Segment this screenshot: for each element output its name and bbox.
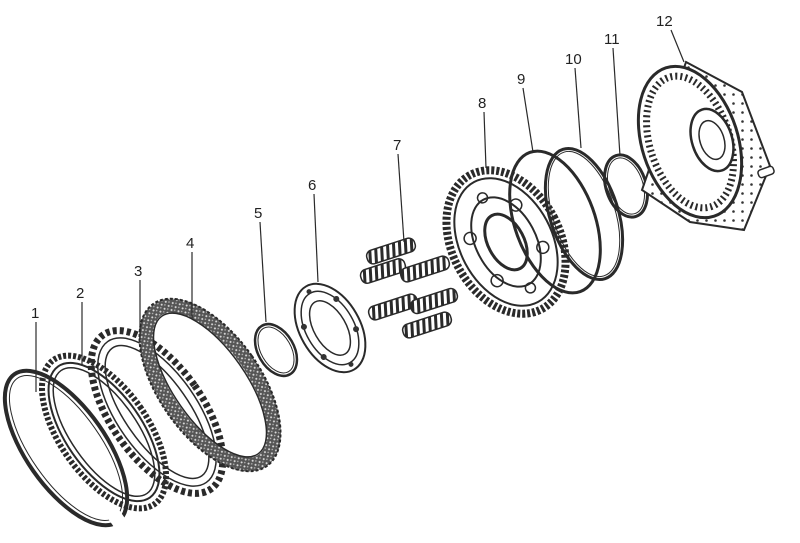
leader-6 [313, 193, 319, 283]
part-8-piston-gear [442, 166, 570, 318]
part-1-snap-ring [2, 368, 130, 529]
callout-10: 10 [565, 51, 582, 68]
callout-8: 8 [478, 95, 486, 112]
leader-lines [35, 29, 685, 392]
part-7-springs [359, 237, 459, 339]
callout-2: 2 [76, 285, 84, 302]
callout-labels: 1 2 3 4 5 6 7 8 9 10 11 12 [31, 13, 673, 322]
part-12-clutch-drum [636, 60, 775, 232]
callout-1: 1 [31, 305, 39, 322]
callout-3: 3 [134, 263, 142, 280]
leader-11 [612, 47, 621, 157]
part-6-retainer-plate [293, 282, 367, 374]
leader-9 [522, 87, 534, 153]
leader-12 [670, 29, 685, 63]
leader-5 [259, 221, 267, 323]
leader-7 [397, 153, 405, 243]
callout-9: 9 [517, 71, 525, 88]
callout-12: 12 [656, 13, 673, 30]
part-2-toothed-plate [38, 352, 170, 512]
callout-5: 5 [254, 205, 262, 222]
callout-11: 11 [604, 31, 620, 48]
part-9-seal-ring [508, 149, 602, 295]
part-4-friction-disc [138, 297, 282, 473]
leader-8 [483, 111, 487, 169]
part-5-ring [253, 322, 299, 378]
callout-6: 6 [308, 177, 316, 194]
leader-10 [574, 67, 582, 149]
callout-7: 7 [393, 137, 401, 154]
callout-4: 4 [186, 235, 194, 252]
